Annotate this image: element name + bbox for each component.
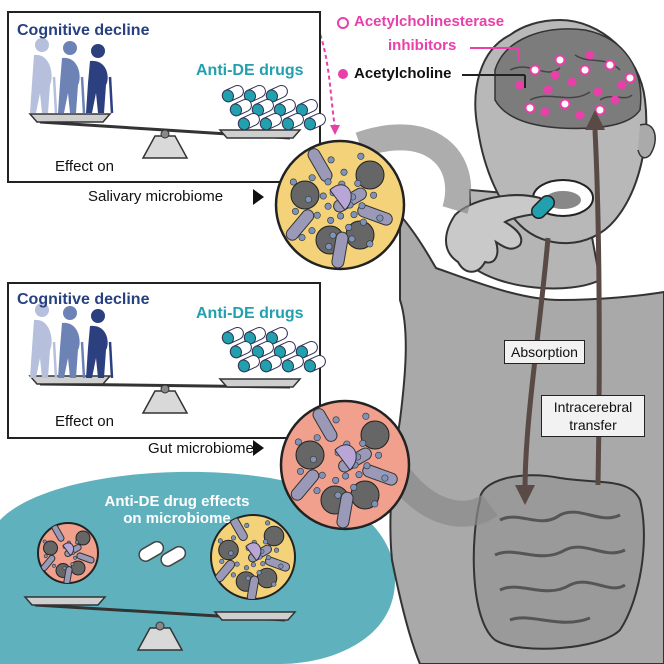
elderly-figures-icon (30, 38, 114, 114)
cognitive-decline-label: Cognitive decline (17, 22, 150, 39)
inhibitors-legend-label: Acetylcholinesterase (354, 13, 505, 30)
effect-on-label: Effect on (55, 158, 114, 175)
small-gut-microbiome-circle (37, 522, 99, 584)
acetylcholine-legend-dot (338, 69, 348, 79)
anti-de-drugs-label: Anti-DE drugs (196, 305, 304, 322)
acetylcholine-legend-label: Acetylcholine (354, 65, 452, 82)
drug-effects-title-line1: Anti-DE drug effects (104, 493, 250, 510)
cognitive-decline-label: Cognitive decline (17, 291, 150, 308)
elderly-figures-icon (30, 303, 114, 379)
balance-scale-gut (28, 375, 302, 414)
intracerebral-transfer-arrow (585, 110, 605, 486)
absorption-label: Absorption (504, 340, 585, 364)
intracerebral-transfer-label: Intracerebral transfer (541, 395, 645, 437)
transfer-label-line2: transfer (569, 417, 617, 433)
salivary-microbiome-label: Salivary microbiome (88, 188, 224, 205)
inhibitor-pointer-line (317, 27, 526, 135)
inhibitors-legend-label-line2: inhibitors (388, 37, 457, 54)
small-salivary-microbiome-circle (210, 514, 296, 600)
salivary-microbiome-circle (274, 139, 406, 271)
teal-background-blob (0, 471, 395, 664)
brain-molecule-dots (515, 50, 636, 120)
anti-de-drugs-label: Anti-DE drugs (196, 62, 304, 79)
drug-effects-title: Anti-DE drug effects on microbiome (82, 493, 272, 527)
effect-on-label: Effect on (55, 413, 114, 430)
gut-microbiome-label: Gut microbiome (148, 440, 254, 457)
absorption-arrow (515, 237, 551, 505)
inhibitor-legend-dot (337, 17, 349, 29)
balance-scale-drug-effects (23, 596, 297, 651)
salivary-pointer-triangle (253, 189, 264, 205)
transfer-label-line1: Intracerebral (553, 399, 633, 415)
gut-microbiome-circle (279, 399, 411, 531)
gut-pointer-triangle (253, 440, 264, 456)
capsule-pile-icon (221, 326, 326, 373)
drug-effects-title-line2: on microbiome (123, 510, 231, 527)
capsule-pile-icon (221, 84, 326, 131)
white-capsules-icon (138, 540, 187, 567)
connector-arc-upper (355, 124, 472, 214)
balance-scale-salivary (28, 113, 302, 159)
